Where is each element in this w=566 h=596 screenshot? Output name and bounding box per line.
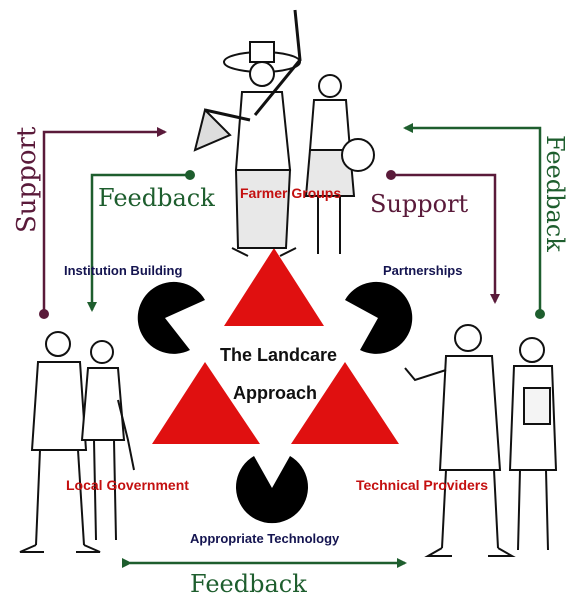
link-label-appropriate-technology: Appropriate Technology [190, 531, 340, 546]
support-arrow-left [39, 127, 167, 319]
support-label-left: Support [12, 126, 42, 233]
triangle-top [224, 248, 324, 326]
center-title-line2: Approach [232, 383, 317, 403]
farmers-illustration [193, 9, 375, 257]
support-label-top-right: Support [370, 190, 469, 218]
triangle-left [152, 362, 260, 444]
triangle-right [291, 362, 399, 444]
local-government-illustration [19, 331, 135, 553]
node-label-local-government: Local Government [66, 477, 189, 493]
link-label-institution-building: Institution Building [64, 263, 183, 278]
node-label-farmer-groups: Farmer Groups [240, 185, 342, 201]
feedback-label-bottom: Feedback [190, 570, 307, 596]
feedback-arrow-right [403, 123, 545, 319]
support-arrow-top-right [386, 170, 500, 304]
center-title-line1: The Landcare [220, 345, 338, 365]
feedback-label-top-left: Feedback [98, 184, 215, 212]
pacman-left [137, 281, 205, 354]
technical-providers-illustration [404, 324, 558, 557]
feedback-arrow-top-left [87, 170, 195, 312]
pacman-right [345, 281, 413, 354]
pacman-bottom [236, 456, 308, 524]
link-label-partnerships: Partnerships [383, 263, 463, 278]
node-label-technical-providers: Technical Providers [356, 477, 489, 493]
feedback-label-right: Feedback [541, 135, 566, 252]
